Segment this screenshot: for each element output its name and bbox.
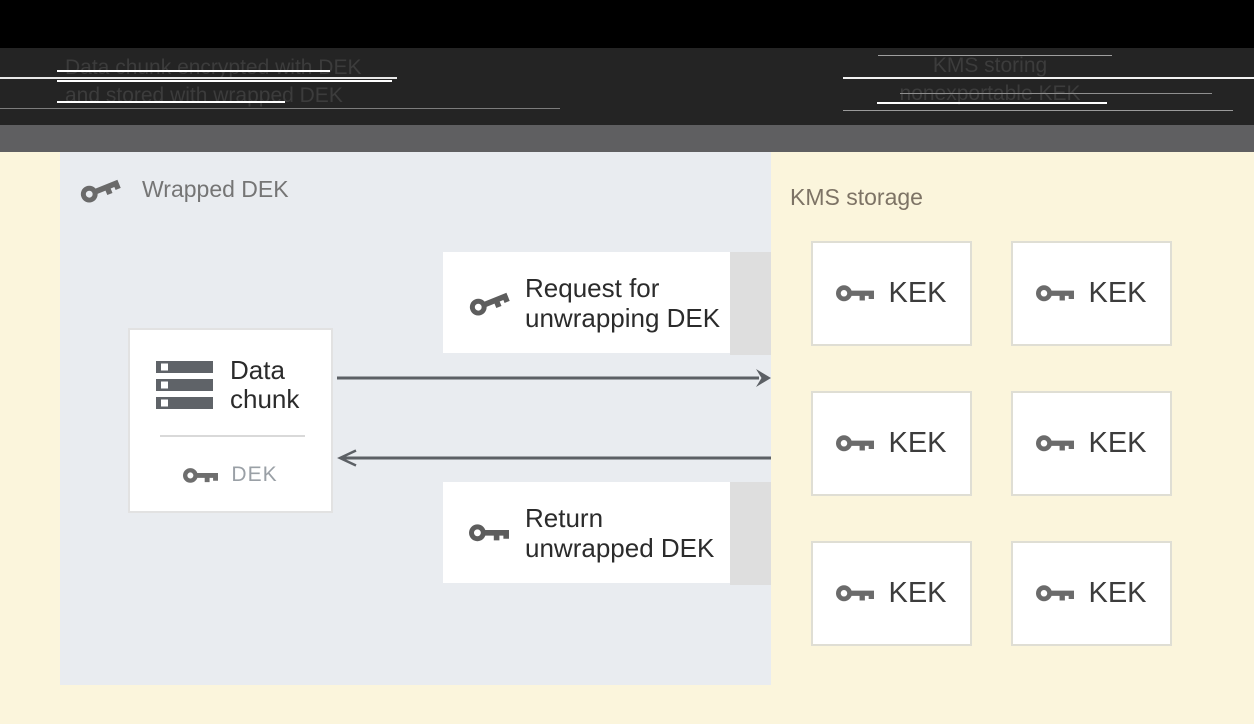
data-chunk-box: Data chunk DEK [128,328,333,513]
divider [160,435,305,437]
glitch-line [57,70,330,72]
glitch-line [57,101,285,103]
glitch-line [57,80,392,82]
header-gray-band [0,125,1254,152]
key-tilted-icon [77,172,122,207]
request-label: Request for unwrapping DEK [525,273,720,333]
key-icon [1036,283,1075,304]
request-arrow [337,369,771,387]
key-icon [1036,583,1075,604]
glitch-line [900,93,1212,94]
data-chunk-line1: Data [230,355,285,385]
return-label: Return unwrapped DEK [525,503,714,563]
kek-label: KEK [1088,577,1147,609]
glitch-line [0,77,397,79]
bottom-edge-line [0,724,1254,726]
return-line2: unwrapped DEK [525,532,715,563]
key-icon [836,433,875,454]
glitch-line [843,77,1254,79]
kek-label: KEK [888,577,947,609]
kek-box: KEK [811,541,972,646]
data-chunk-label: Data chunk [230,356,299,414]
return-arrow [337,449,771,467]
wrapped-dek-header: Wrapped DEK [80,176,289,203]
data-chunk-row: Data chunk [156,356,299,414]
key-tilted-icon [466,285,511,320]
glitch-line [0,108,560,109]
kek-box: KEK [1011,541,1172,646]
return-box: Return unwrapped DEK [443,482,730,583]
request-strip [730,252,771,355]
right-caption: KMS storing nonexportable KEK [840,52,1140,108]
data-chunk-line2: chunk [230,384,300,414]
kek-label: KEK [888,427,947,459]
dek-label: DEK [231,463,278,486]
return-strip [730,482,771,585]
kek-box: KEK [1011,391,1172,496]
key-icon [836,583,875,604]
header-dark-band [0,48,1254,125]
right-caption-line1: KMS storing [932,54,1048,77]
dek-row: DEK [130,456,331,494]
request-box: Request for unwrapping DEK [443,252,730,353]
left-caption-line2: and stored with wrapped DEK [65,84,343,107]
request-line2: unwrapping DEK [525,302,721,333]
key-icon [183,466,219,485]
glitch-line [877,102,1107,104]
wrapped-dek-panel: Wrapped DEK Data chunk DEK [60,152,771,685]
wrapped-dek-label: Wrapped DEK [142,176,289,202]
diagram-body: Wrapped DEK Data chunk DEK [0,152,1254,726]
kek-label: KEK [1088,427,1147,459]
key-icon [836,283,875,304]
header-black-band [0,0,1254,48]
kek-grid: KEK KEK KEK KEK KEK KEK [811,241,1172,646]
key-icon [469,522,509,544]
request-line1: Request for [525,272,660,303]
kek-label: KEK [1088,277,1147,309]
kek-box: KEK [811,241,972,346]
key-icon [1036,433,1075,454]
kek-label: KEK [888,277,947,309]
kms-storage-label: KMS storage [790,184,923,210]
glitch-line [878,55,1112,56]
return-line1: Return [525,502,604,533]
kek-box: KEK [1011,241,1172,346]
left-caption-line1: Data chunk encrypted with DEK [65,56,362,79]
data-chunk-icon [156,361,213,409]
glitch-line [843,110,1233,111]
kek-box: KEK [811,391,972,496]
